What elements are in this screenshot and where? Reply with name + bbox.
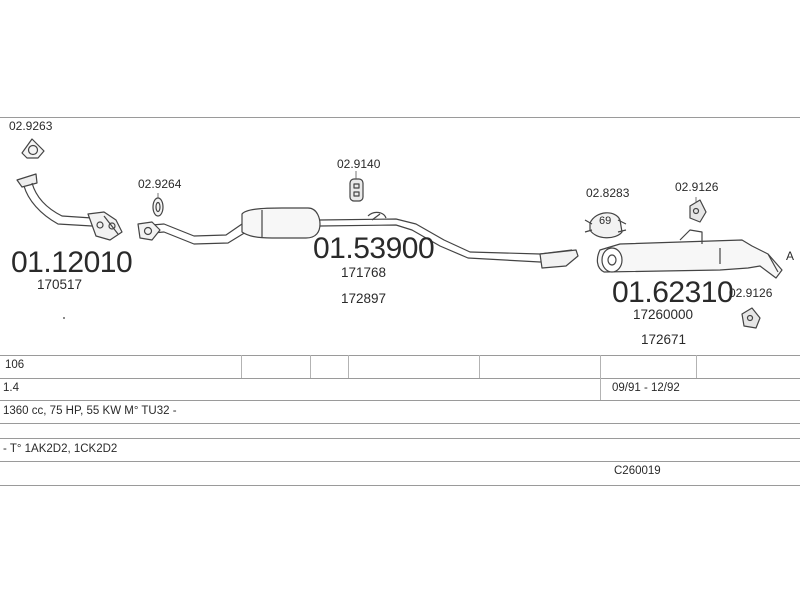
table-line bbox=[0, 423, 800, 424]
hanger-rear-bottom-part bbox=[741, 307, 761, 329]
catalog-code: C260019 bbox=[614, 465, 661, 477]
table-line bbox=[0, 461, 800, 462]
table-divider bbox=[600, 378, 601, 400]
middle-pipe-part bbox=[137, 207, 579, 269]
engine-spec: 1360 cc, 75 HP, 55 KW M° TU32 - bbox=[3, 405, 177, 417]
table-divider bbox=[696, 355, 697, 378]
clamp-label: 02.8283 bbox=[586, 186, 630, 200]
engine-types: - T° 1AK2D2, 1CK2D2 bbox=[3, 443, 118, 455]
clamp-size-label: 69 bbox=[599, 215, 612, 227]
gasket-top-part bbox=[21, 138, 45, 159]
table-line bbox=[0, 355, 800, 356]
front-pipe-ref: 170517 bbox=[37, 277, 83, 292]
table-divider bbox=[479, 355, 480, 378]
front-pipe-number: 01.12010 bbox=[11, 246, 133, 279]
gasket-front-label: 02.9264 bbox=[138, 177, 182, 191]
front-pipe-part bbox=[16, 173, 123, 241]
middle-pipe-ref-1: 171768 bbox=[341, 265, 387, 280]
engine-size: 1.4 bbox=[3, 382, 19, 394]
table-divider bbox=[348, 355, 349, 378]
gasket-front-part bbox=[152, 197, 164, 217]
vehicle-model: 106 bbox=[5, 359, 25, 371]
middle-pipe-number: 01.53900 bbox=[313, 232, 435, 265]
table-divider bbox=[600, 355, 601, 378]
table-divider bbox=[241, 355, 242, 378]
middle-pipe-ref-2: 172897 bbox=[341, 291, 387, 306]
hanger-mid-label: 02.9140 bbox=[337, 157, 381, 171]
hanger-mid-part bbox=[349, 178, 364, 202]
clamp-part bbox=[584, 212, 627, 239]
hanger-rear-top-label: 02.9126 bbox=[675, 180, 719, 194]
table-line bbox=[0, 400, 800, 401]
diagram-top-border bbox=[0, 117, 800, 118]
rear-silencer-number: 01.62310 bbox=[612, 276, 734, 309]
table-line bbox=[0, 485, 800, 486]
rear-silencer-ref-1: 17260000 bbox=[633, 307, 694, 322]
gasket-top-label: 02.9263 bbox=[9, 119, 53, 133]
table-line bbox=[0, 438, 800, 439]
table-line bbox=[0, 378, 800, 379]
tail-marker-label: A bbox=[786, 249, 795, 263]
production-years: 09/91 - 12/92 bbox=[612, 382, 680, 394]
hanger-rear-bottom-label: 02.9126 bbox=[729, 286, 773, 300]
rear-silencer-ref-2: 172671 bbox=[641, 332, 687, 347]
hanger-rear-top-part bbox=[689, 199, 707, 223]
rear-silencer-part bbox=[596, 229, 783, 279]
table-divider bbox=[310, 355, 311, 378]
